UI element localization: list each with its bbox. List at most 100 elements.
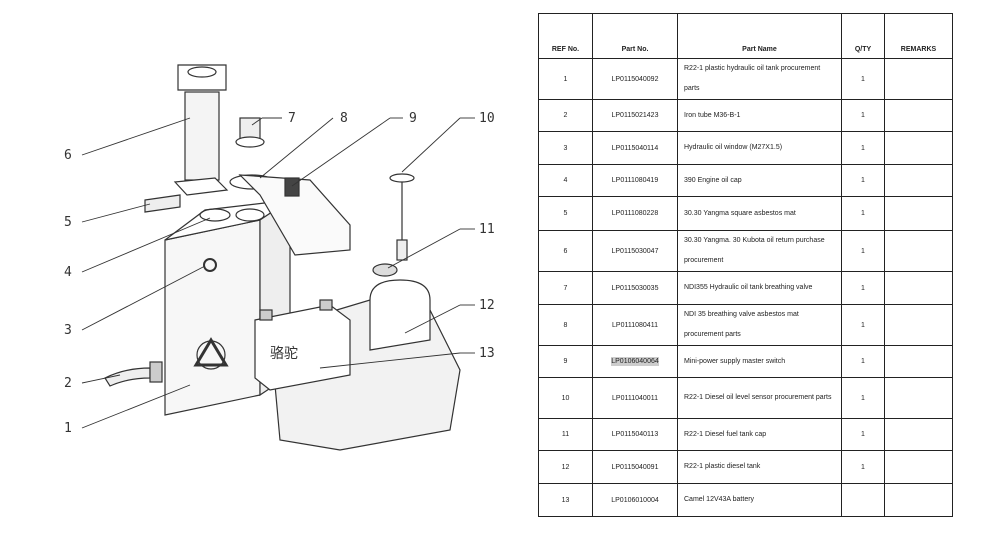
- part-10-level-sensor: [389, 173, 415, 261]
- remarks-cell: [884, 99, 953, 132]
- callout-7: 7: [288, 111, 296, 126]
- remarks-cell: [884, 131, 953, 165]
- header-part-name: Part Name: [677, 13, 842, 59]
- qty-cell: 1: [841, 304, 885, 346]
- remarks-cell: [884, 345, 953, 378]
- part-no-cell: LP0115040114: [592, 131, 678, 165]
- callout-11: 11: [479, 222, 495, 237]
- part-no-cell: LP0115040091: [592, 450, 678, 484]
- qty-cell: [841, 483, 885, 517]
- callout-3: 3: [64, 323, 72, 338]
- part-13-battery: [254, 299, 351, 391]
- qty-cell: 1: [841, 418, 885, 451]
- part-no-cell: LP0111040011: [592, 377, 678, 419]
- qty-cell: 1: [841, 271, 885, 305]
- ref-cell: 11: [538, 418, 593, 451]
- part-name-cell: Iron tube M36-B-1: [677, 99, 842, 132]
- callout-5: 5: [64, 215, 72, 230]
- callout-8: 8: [340, 111, 348, 126]
- part-7-breathing-valve: [235, 117, 265, 148]
- part-name-cell: R22-1 Diesel oil level sensor procuremen…: [677, 377, 842, 419]
- header-remarks: REMARKS: [884, 13, 953, 59]
- part-no-cell: LP0115040113: [592, 418, 678, 451]
- callout-4: 4: [64, 265, 72, 280]
- part-name-cell: NDI 35 breathing valve asbestos mat proc…: [677, 304, 842, 346]
- callout-10: 10: [479, 111, 495, 126]
- battery-brand-label: 骆驼: [270, 345, 298, 362]
- ref-cell: 2: [538, 99, 593, 132]
- part-no-cell: LP0111080419: [592, 164, 678, 197]
- remarks-cell: [884, 196, 953, 231]
- header-ref-no: REF No.: [538, 13, 593, 59]
- qty-cell: 1: [841, 58, 885, 100]
- callout-12: 12: [479, 298, 495, 313]
- ref-cell: 5: [538, 196, 593, 231]
- ref-cell: 4: [538, 164, 593, 197]
- leader-lines: [81, 117, 475, 429]
- callout-6: 6: [64, 148, 72, 163]
- callout-2: 2: [64, 376, 72, 391]
- qty-cell: 1: [841, 377, 885, 419]
- parts-table: REF No. Part No. Part Name Q/TY REMARKS …: [538, 13, 953, 517]
- part-6-oil-return-pipe: [177, 64, 227, 181]
- qty-cell: 1: [841, 230, 885, 272]
- remarks-cell: [884, 230, 953, 272]
- part-no-cell: LP0106010004: [592, 483, 678, 517]
- remarks-cell: [884, 164, 953, 197]
- part-name-cell: R22-1 Diesel fuel tank cap: [677, 418, 842, 451]
- table-row: 9 LP0106040064 Mini-power supply master sw…: [538, 345, 953, 378]
- remarks-cell: [884, 450, 953, 484]
- part-name-cell: NDI355 Hydraulic oil tank breathing valv…: [677, 271, 842, 305]
- header-part-no: Part No.: [592, 13, 678, 59]
- ref-cell: 9: [538, 345, 593, 378]
- callout-9: 9: [409, 111, 417, 126]
- part-no-cell: LP0111080228: [592, 196, 678, 231]
- qty-cell: 1: [841, 131, 885, 165]
- part-name-cell: Mini-power supply master switch: [677, 345, 842, 378]
- ref-cell: 12: [538, 450, 593, 484]
- ref-cell: 10: [538, 377, 593, 419]
- qty-cell: 1: [841, 345, 885, 378]
- callout-13: 13: [479, 346, 495, 361]
- callout-labels: 1 2 3 4 5 6 7 8 9 10 11 12 13: [64, 111, 495, 436]
- exploded-parts-diagram: 骆驼 1 2 3 4 5 6 7 8 9 10 11 12 13: [64, 64, 495, 451]
- part-9-power-switch: [284, 177, 300, 197]
- part-5-asbestos-mat: [173, 177, 229, 196]
- part-name-cell: 30.30 Yangma. 30 Kubota oil return purch…: [677, 230, 842, 272]
- ref-cell: 13: [538, 483, 593, 517]
- part-no-cell: LP0111080411: [592, 304, 678, 346]
- ref-cell: 3: [538, 131, 593, 165]
- ref-cell: 1: [538, 58, 593, 100]
- header-qty: Q/TY: [841, 13, 885, 59]
- part-no-cell: LP0115040092: [592, 58, 678, 100]
- part-4-oil-cap: [199, 208, 231, 222]
- remarks-cell: [884, 377, 953, 419]
- part-no-cell: LP0115021423: [592, 99, 678, 132]
- qty-cell: 1: [841, 164, 885, 197]
- highlighted-part-no: LP0106040064: [611, 357, 659, 366]
- part-3-oil-window: [203, 258, 217, 272]
- remarks-cell: [884, 271, 953, 305]
- remarks-cell: [884, 483, 953, 517]
- remarks-cell: [884, 58, 953, 100]
- qty-cell: 1: [841, 450, 885, 484]
- remarks-cell: [884, 418, 953, 451]
- remarks-cell: [884, 304, 953, 346]
- part-name-cell: Hydraulic oil window (M27X1.5): [677, 131, 842, 165]
- ref-cell: 8: [538, 304, 593, 346]
- table-header-row: REF No. Part No. Part Name Q/TY REMARKS: [538, 13, 953, 59]
- part-name-cell: Camel 12V43A battery: [677, 483, 842, 517]
- ref-cell: 6: [538, 230, 593, 272]
- part-no-cell: LP0106040064: [592, 345, 678, 378]
